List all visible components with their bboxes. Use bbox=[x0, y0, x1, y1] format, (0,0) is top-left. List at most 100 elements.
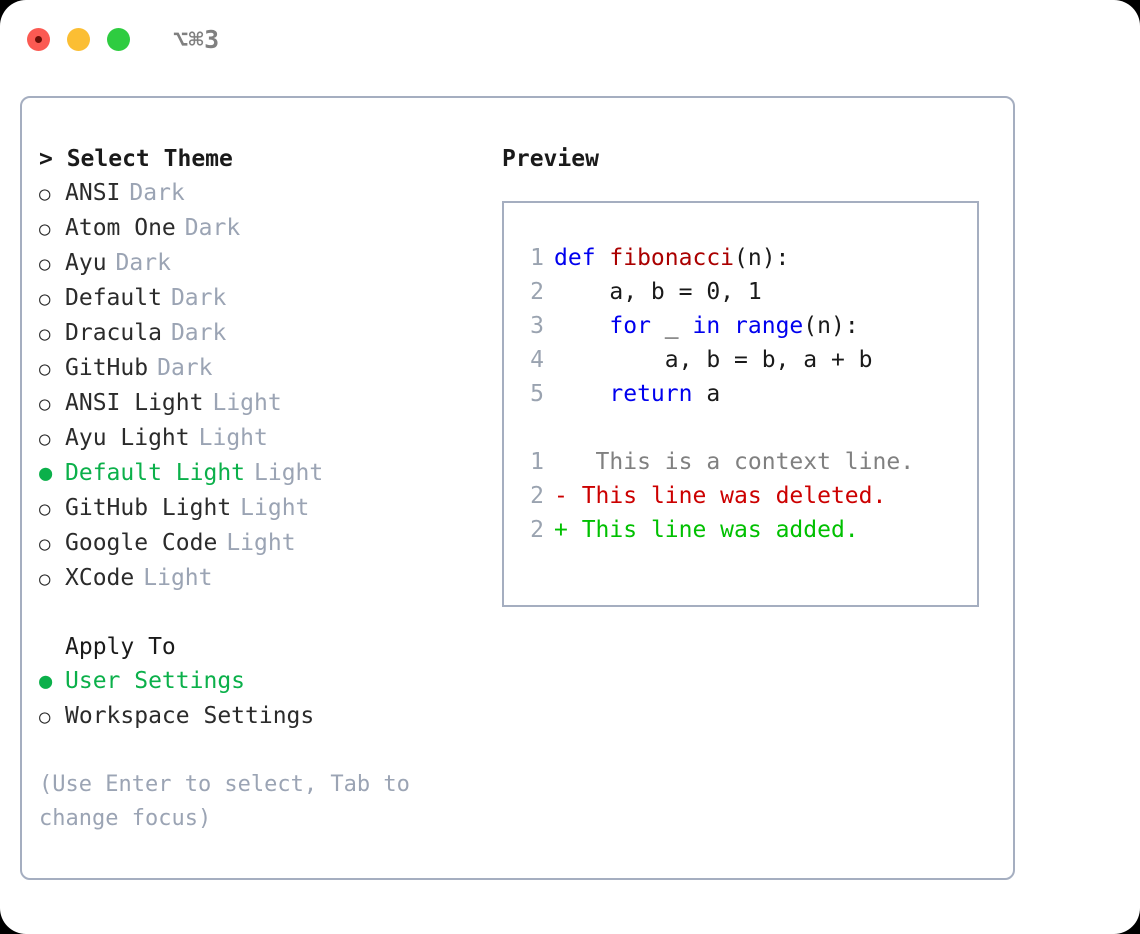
diff-line: 1 This is a context line. bbox=[504, 445, 977, 479]
radio-unselected-icon: ○ bbox=[39, 568, 51, 590]
theme-option-tag: Light bbox=[254, 460, 324, 486]
apply-to-option-label: User Settings bbox=[65, 668, 246, 694]
code-line: 5 return a bbox=[504, 377, 977, 411]
radio-selected-icon: ● bbox=[39, 461, 53, 486]
theme-option-dracula[interactable]: ○ Dracula Dark bbox=[39, 316, 502, 351]
maximize-window-button[interactable] bbox=[107, 27, 130, 51]
theme-option-default-light[interactable]: ● Default Light Light bbox=[39, 456, 502, 491]
radio-unselected-icon: ○ bbox=[39, 323, 51, 345]
code-token bbox=[554, 381, 609, 407]
theme-option-label: Ayu bbox=[65, 250, 107, 276]
code-line-number: 2 bbox=[530, 279, 544, 305]
diff-line-number: 1 bbox=[530, 449, 544, 475]
radio-unselected-icon: ○ bbox=[39, 533, 51, 555]
code-line-content: for _ in range(n): bbox=[554, 309, 859, 343]
radio-unselected-icon: ○ bbox=[39, 358, 51, 380]
radio-unselected-icon: ○ bbox=[39, 706, 51, 728]
keyboard-hint-text: (Use Enter to select, Tab to change focu… bbox=[39, 772, 424, 831]
close-window-button[interactable] bbox=[27, 27, 50, 51]
theme-option-tag: Light bbox=[212, 390, 282, 416]
diff-line: 2- This line was deleted. bbox=[504, 479, 977, 513]
code-token: in bbox=[692, 313, 721, 339]
diff-line-text: This line was deleted. bbox=[567, 483, 887, 509]
diff-marker bbox=[554, 445, 568, 479]
radio-unselected-icon: ○ bbox=[39, 218, 51, 240]
theme-option-tag: Dark bbox=[170, 320, 227, 346]
window-titlebar: ⌥⌘3 bbox=[0, 0, 1140, 78]
apply-to-option-user-settings[interactable]: ● User Settings bbox=[39, 664, 502, 699]
code-line-content: a, b = b, a + b bbox=[554, 343, 873, 377]
radio-unselected-icon: ○ bbox=[39, 393, 51, 415]
apply-to-option-workspace-settings[interactable]: ○ Workspace Settings bbox=[39, 699, 502, 734]
code-token: _ bbox=[650, 313, 693, 339]
minimize-window-button[interactable] bbox=[67, 27, 90, 51]
theme-option-xcode[interactable]: ○ XCode Light bbox=[39, 561, 502, 596]
theme-option-label: Default bbox=[65, 285, 162, 311]
apply-to-heading: Apply To bbox=[65, 634, 176, 660]
theme-option-label: Atom One bbox=[65, 215, 176, 241]
code-token bbox=[720, 313, 734, 339]
apply-to-option-label: Workspace Settings bbox=[65, 703, 315, 729]
theme-option-tag: Dark bbox=[170, 285, 227, 311]
code-token bbox=[554, 313, 609, 339]
preview-heading: Preview bbox=[502, 146, 599, 172]
theme-option-ansi-light[interactable]: ○ ANSI Light Light bbox=[39, 386, 502, 421]
diff-line-number: 2 bbox=[530, 517, 544, 543]
code-line-number: 1 bbox=[530, 245, 544, 271]
diff-line-text: This line was added. bbox=[567, 517, 859, 543]
theme-option-github[interactable]: ○ GitHub Dark bbox=[39, 351, 502, 386]
code-diff-separator bbox=[504, 411, 977, 445]
code-line: 3 for _ in range(n): bbox=[504, 309, 977, 343]
code-token: range bbox=[734, 313, 804, 339]
code-line: 4 a, b = b, a + b bbox=[504, 343, 977, 377]
diff-line: 2+ This line was added. bbox=[504, 513, 977, 547]
code-token: fibonacci bbox=[609, 245, 735, 271]
theme-option-github-light[interactable]: ○ GitHub Light Light bbox=[39, 491, 502, 526]
theme-option-label: ANSI bbox=[65, 180, 121, 206]
select-theme-heading: > Select Theme bbox=[39, 146, 233, 172]
theme-option-tag: Light bbox=[143, 565, 213, 591]
code-line-content: a, b = 0, 1 bbox=[554, 275, 762, 309]
radio-unselected-icon: ○ bbox=[39, 253, 51, 275]
diff-line-number: 2 bbox=[530, 483, 544, 509]
diff-sample: 1 This is a context line.2- This line wa… bbox=[504, 445, 977, 547]
radio-unselected-icon: ○ bbox=[39, 498, 51, 520]
theme-option-label: Dracula bbox=[65, 320, 162, 346]
code-token: (n): bbox=[803, 313, 859, 339]
code-token: (n): bbox=[734, 245, 790, 271]
radio-unselected-icon: ○ bbox=[39, 288, 51, 310]
radio-unselected-icon: ○ bbox=[39, 428, 51, 450]
code-line-number: 4 bbox=[530, 347, 544, 373]
theme-option-label: GitHub Light bbox=[65, 495, 232, 521]
theme-option-tag: Light bbox=[240, 495, 310, 521]
theme-option-default[interactable]: ○ Default Dark bbox=[39, 281, 502, 316]
theme-option-label: GitHub bbox=[65, 355, 149, 381]
code-line: 2 a, b = 0, 1 bbox=[504, 275, 977, 309]
theme-option-tag: Dark bbox=[157, 355, 213, 381]
diff-marker: - bbox=[554, 483, 568, 509]
theme-option-label: XCode bbox=[65, 565, 135, 591]
section-spacer bbox=[39, 596, 502, 630]
code-token: for bbox=[609, 313, 651, 339]
code-line-content: return a bbox=[554, 377, 720, 411]
radio-selected-icon: ● bbox=[39, 669, 53, 694]
theme-option-label: Google Code bbox=[65, 530, 218, 556]
theme-option-label: Default Light bbox=[65, 460, 246, 486]
window-title: ⌥⌘3 bbox=[173, 24, 220, 54]
theme-option-label: ANSI Light bbox=[65, 390, 204, 416]
code-token: a, b = 0, 1 bbox=[554, 279, 762, 305]
code-line-number: 3 bbox=[530, 313, 544, 339]
radio-unselected-icon: ○ bbox=[39, 183, 51, 205]
apply-to-list[interactable]: ● User Settings ○ Workspace Settings bbox=[39, 664, 502, 734]
